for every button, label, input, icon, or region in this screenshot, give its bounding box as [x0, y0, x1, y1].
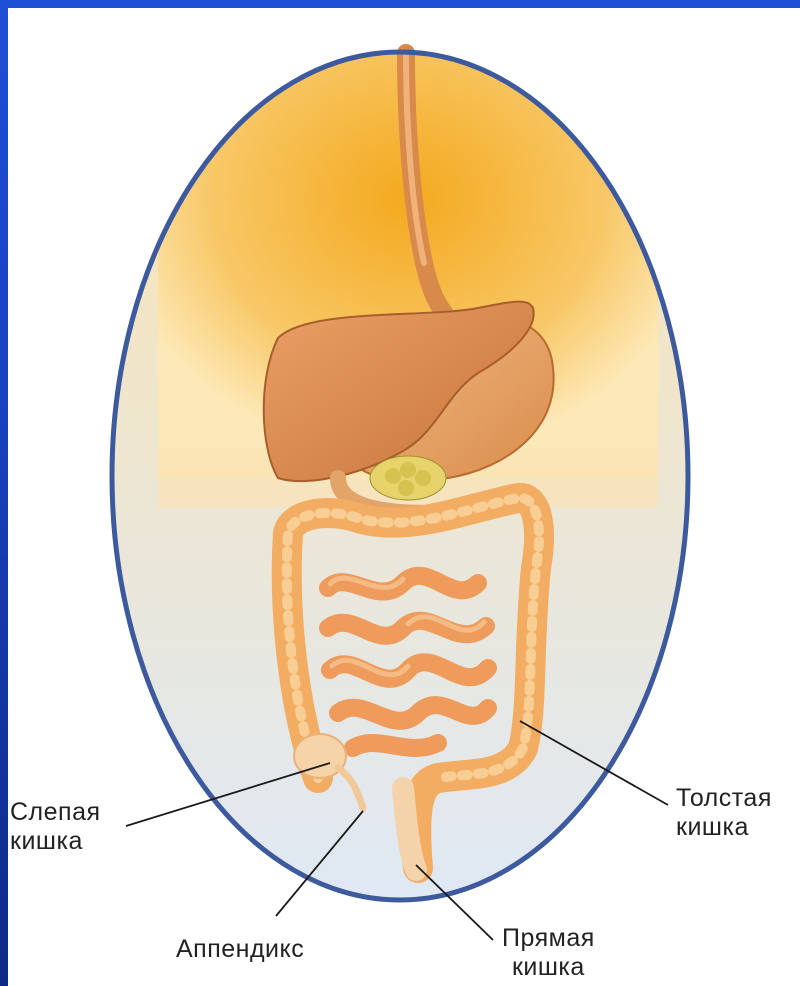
rectum-label-line2: кишка [502, 953, 595, 982]
rectum-label-line1: Прямая [502, 924, 595, 953]
cecum-label-line2: кишка [10, 827, 101, 856]
cecum-label-line1: Слепая [10, 798, 101, 827]
colon-label: Толстая кишка [676, 784, 772, 842]
slide-panel: Слепая кишка Толстая кишка Аппендикс Пря… [8, 8, 800, 986]
cecum-label: Слепая кишка [10, 798, 101, 856]
rectum [403, 788, 416, 870]
colon-label-line1: Толстая [676, 784, 772, 813]
colon-label-line2: кишка [676, 813, 772, 842]
pancreas [370, 456, 446, 500]
rectum-label: Прямая кишка [502, 924, 595, 982]
appendix-label: Аппендикс [176, 935, 304, 964]
appendix-label-text: Аппендикс [176, 935, 304, 964]
